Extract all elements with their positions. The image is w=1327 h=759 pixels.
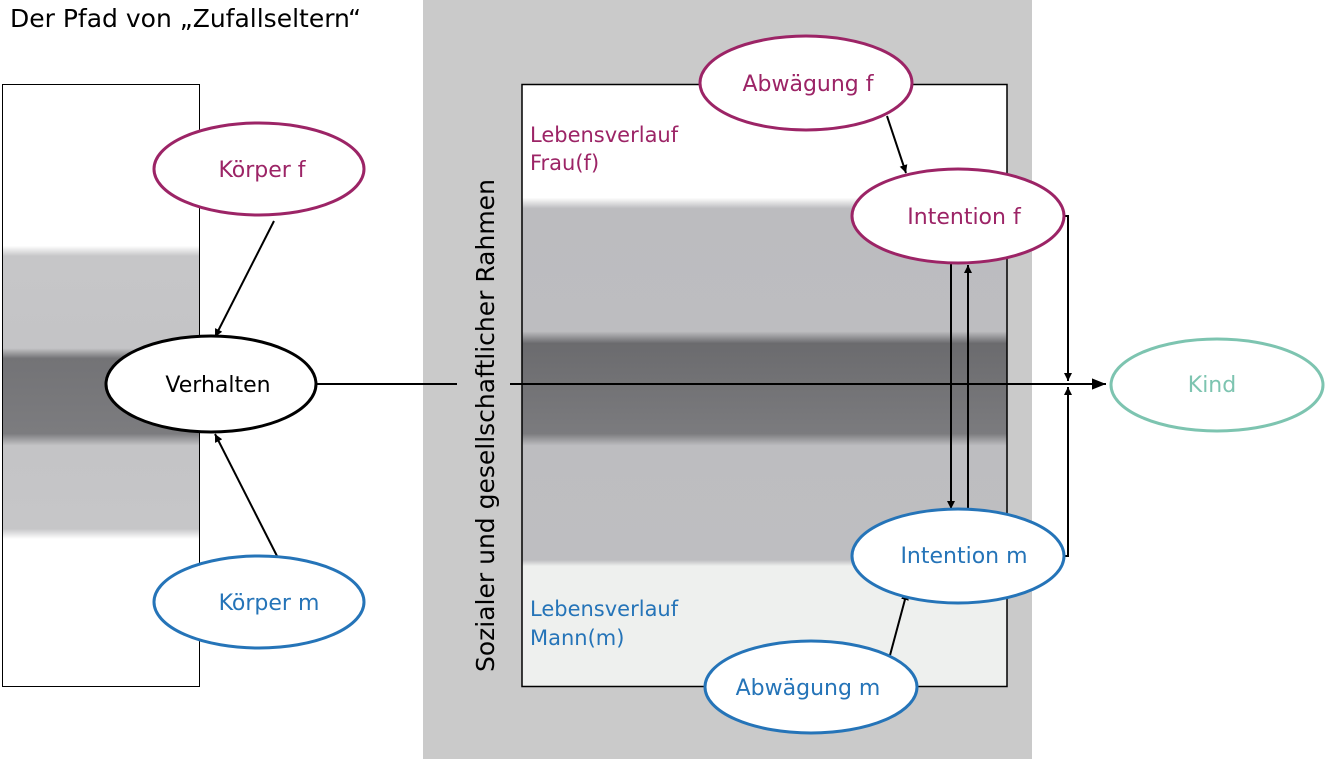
- node-verhalten: Verhalten: [104, 334, 318, 434]
- node-intention-f: Intention f: [850, 167, 1066, 265]
- node-intention-m: Intention m: [850, 507, 1066, 605]
- lifecourse-mann-label-line2: Mann(m): [530, 626, 624, 650]
- edge-abwaegung-f-to-intention-f: [886, 115, 908, 174]
- node-intention-m-label: Intention m: [900, 544, 1027, 569]
- node-koerper-m-label: Körper m: [219, 591, 320, 616]
- node-abwaegung-f: Abwägung f: [698, 34, 914, 132]
- node-kind-label: Kind: [1188, 373, 1236, 398]
- node-intention-f-label: Intention f: [907, 205, 1022, 230]
- node-kind: Kind: [1109, 337, 1325, 433]
- social-frame-label: Sozialer und gesellschaftlicher Rahmen: [471, 179, 500, 672]
- lifecourse-frau-label-line2: Frau(f): [530, 151, 599, 175]
- node-koerper-f-label: Körper f: [218, 158, 306, 183]
- node-koerper-m: Körper m: [152, 554, 366, 650]
- diagram-title: Der Pfad von „Zufallseltern“: [10, 4, 361, 33]
- lifecourse-mann-label-line1: Lebensverlauf: [530, 597, 679, 621]
- node-verhalten-label: Verhalten: [165, 373, 270, 398]
- node-abwaegung-m-label: Abwägung m: [736, 676, 881, 701]
- edge-intention-f-to-kind: [1064, 215, 1072, 381]
- edge-abwaegung-m-to-intention-m: [888, 591, 909, 660]
- edge-intention-m-to-kind: [1064, 387, 1072, 557]
- edge-koerper-m-to-verhalten: [214, 433, 278, 557]
- node-abwaegung-f-label: Abwägung f: [742, 72, 874, 97]
- lifecourse-frau-label-line1: Lebensverlauf: [530, 123, 679, 147]
- node-abwaegung-m: Abwägung m: [703, 639, 919, 735]
- node-koerper-f: Körper f: [152, 121, 366, 217]
- edge-koerper-f-to-verhalten: [214, 220, 275, 338]
